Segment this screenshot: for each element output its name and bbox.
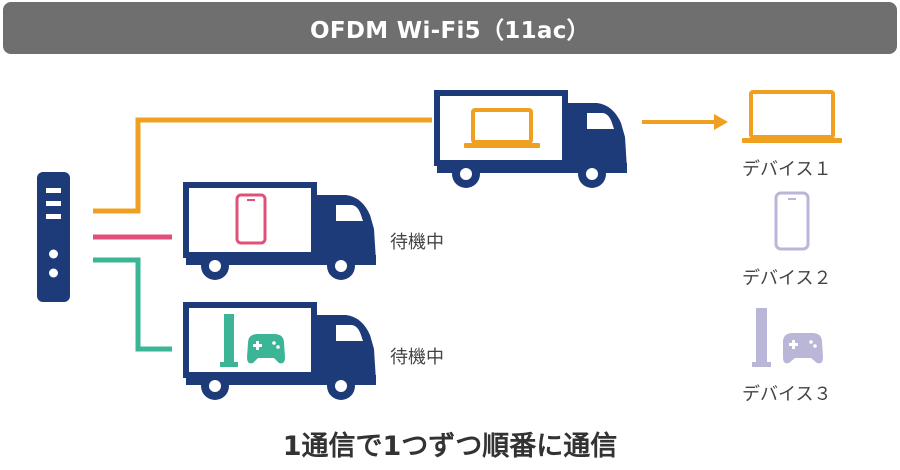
game-console-icon — [220, 314, 285, 367]
device-3-game-console-icon — [752, 308, 823, 367]
smartphone-icon — [235, 193, 267, 245]
truck-3-status-label: 待機中 — [390, 347, 444, 368]
laptop-icon — [464, 108, 540, 148]
truck-2-status-label: 待機中 — [390, 232, 444, 253]
router-icon — [37, 172, 70, 302]
diagram-caption: 1通信で1つずつ順番に通信 — [282, 431, 618, 462]
device-1-label: デバイス１ — [742, 159, 832, 180]
truck-laptop — [434, 90, 627, 188]
device-1-laptop-icon — [742, 90, 842, 143]
arrow-icon — [642, 114, 728, 130]
green-connection-line — [93, 257, 172, 352]
orange-connection-line — [93, 117, 432, 214]
device-3-label: デバイス３ — [742, 384, 832, 405]
diagram-title: OFDM Wi-Fi5（11ac） — [3, 2, 897, 54]
device-2-label: デバイス２ — [742, 268, 832, 289]
device-2-smartphone-icon — [774, 191, 810, 251]
truck-smartphone — [183, 182, 376, 280]
truck-game-console — [183, 302, 376, 400]
